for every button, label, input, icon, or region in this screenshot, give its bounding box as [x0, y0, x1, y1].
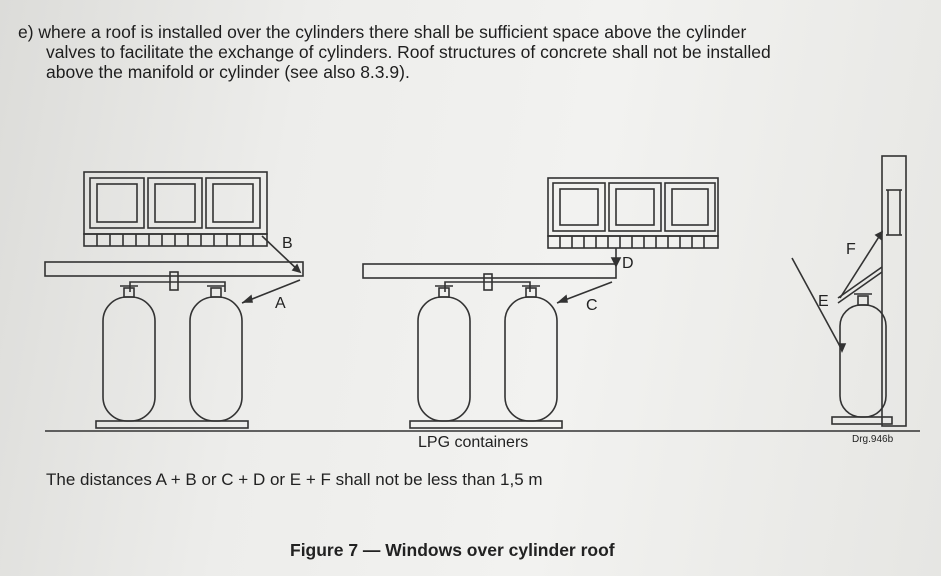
drawing-reference: Drg.946b — [852, 434, 894, 445]
middle-manifold — [444, 273, 531, 292]
middle-cylinder-1 — [417, 285, 471, 422]
right-wall-with-window — [881, 155, 907, 427]
left-cylinder-2 — [189, 285, 243, 422]
middle-cylinder-2 — [504, 285, 558, 422]
left-roof-slab — [44, 261, 304, 277]
middle-base-plinth — [409, 420, 563, 429]
label-C: C — [586, 297, 598, 314]
right-lean-to-roof — [837, 266, 883, 299]
label-E: E — [818, 293, 829, 310]
label-F: F — [846, 241, 856, 258]
middle-roof-slab — [362, 263, 617, 279]
middle-window-unit — [547, 177, 719, 249]
left-base-plinth — [95, 420, 249, 429]
label-A: A — [275, 295, 286, 312]
left-manifold — [129, 271, 226, 292]
roof-clearance-drawing: A B C D E F — [44, 155, 920, 432]
distance-requirement-note: The distances A + B or C + D or E + F sh… — [46, 470, 543, 489]
left-cylinder-1 — [102, 285, 156, 422]
figure-title: Figure 7 — Windows over cylinder roof — [290, 540, 615, 560]
clause-e-paragraph: e) where a roof is installed over the cy… — [18, 22, 923, 82]
paragraph-line-2: valves to facilitate the exchange of cyl… — [46, 42, 771, 62]
label-B: B — [282, 235, 293, 252]
containers-label: LPG containers — [418, 434, 529, 451]
dim-arrow-E — [791, 257, 843, 351]
paragraph-line-1: e) where a roof is installed over the cy… — [18, 22, 747, 42]
label-D: D — [622, 255, 634, 272]
dim-arrow-B — [261, 235, 301, 273]
left-window-unit — [83, 171, 268, 247]
right-base-plinth — [831, 416, 893, 425]
paragraph-line-3: above the manifold or cylinder (see also… — [46, 62, 410, 82]
right-cylinder — [839, 293, 887, 418]
dim-arrow-F — [839, 231, 883, 299]
